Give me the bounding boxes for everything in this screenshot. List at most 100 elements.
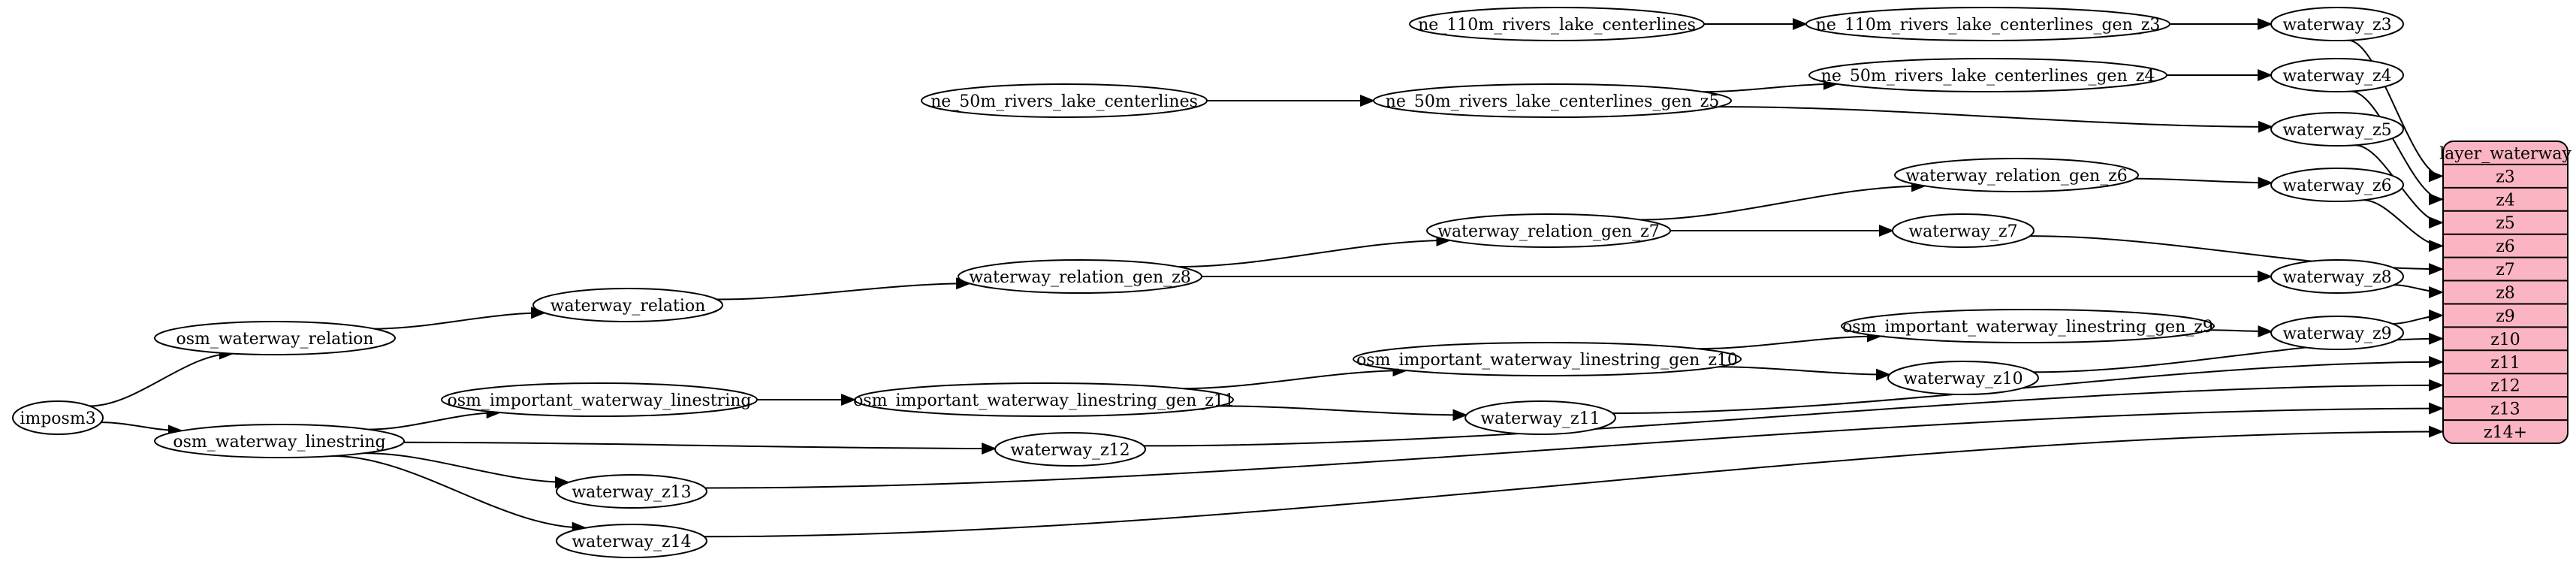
node-label-osm_important_waterway_linestring_gen_z11: osm_important_waterway_linestring_gen_z1… xyxy=(853,391,1235,410)
node-waterway_z13: waterway_z13 xyxy=(556,474,707,509)
node-ellipse-waterway_z6 xyxy=(2270,168,2404,202)
node-ellipse-osm_important_waterway_linestring_gen_z10 xyxy=(1353,342,1742,376)
node-ne_110m_rivers_lake_centerlines: ne_110m_rivers_lake_centerlines xyxy=(1409,7,1705,41)
node-ellipse-waterway_relation_gen_z6 xyxy=(1894,158,2139,192)
node-label-osm_important_waterway_linestring_gen_z10: osm_important_waterway_linestring_gen_z1… xyxy=(1356,351,1738,370)
edge-osm_waterway_linestring-to-waterway_z13 xyxy=(363,452,571,488)
node-osm_important_waterway_linestring_gen_z10: osm_important_waterway_linestring_gen_z1… xyxy=(1353,342,1742,376)
node-waterway_relation: waterway_relation xyxy=(532,288,723,322)
node-waterway_z11: waterway_z11 xyxy=(1464,400,1616,435)
edge-osm_waterway_linestring-to-waterway_z12 xyxy=(403,441,997,455)
node-ellipse-osm_waterway_linestring xyxy=(154,424,405,458)
edge-osm_important_waterway_linestring_gen_z11-to-waterway_z11 xyxy=(1218,405,1468,421)
node-waterway_relation_gen_z6: waterway_relation_gen_z6 xyxy=(1894,158,2139,192)
node-ellipse-ne_50m_rivers_lake_centerlines_gen_z4 xyxy=(1808,58,2167,92)
record-row-z5: z5 xyxy=(2496,214,2515,233)
node-osm_important_waterway_linestring_gen_z11: osm_important_waterway_linestring_gen_z1… xyxy=(853,382,1235,417)
edge-osm_important_waterway_linestring_gen_z11-to-osm_important_waterway_linestring_gen_z10 xyxy=(1183,364,1408,390)
node-label-waterway_z11: waterway_z11 xyxy=(1480,409,1600,428)
node-ellipse-waterway_relation_gen_z7 xyxy=(1426,213,1671,248)
edge-imposm3-to-osm_waterway_relation xyxy=(89,347,234,407)
node-ellipse-osm_important_waterway_linestring_gen_z11 xyxy=(854,382,1234,417)
node-label-waterway_z4: waterway_z4 xyxy=(2282,67,2391,86)
node-label-waterway_z7: waterway_z7 xyxy=(1908,222,2017,241)
node-waterway_z5: waterway_z5 xyxy=(2270,112,2404,147)
node-waterway_z14: waterway_z14 xyxy=(556,524,707,558)
edge-waterway_z8-to-layer_waterway-z8 xyxy=(2394,284,2444,298)
node-label-ne_110m_rivers_lake_centerlines: ne_110m_rivers_lake_centerlines xyxy=(1418,16,1696,35)
node-ellipse-ne_50m_rivers_lake_centerlines xyxy=(921,83,1208,118)
node-waterway_z12: waterway_z12 xyxy=(994,432,1146,467)
edge-osm_important_waterway_linestring_gen_z10-to-waterway_z10 xyxy=(1718,366,1891,381)
record-row-z12: z12 xyxy=(2490,377,2520,396)
node-label-ne_50m_rivers_lake_centerlines_gen_z5: ne_50m_rivers_lake_centerlines_gen_z5 xyxy=(1386,92,1720,111)
node-osm_important_waterway_linestring_gen_z9: osm_important_waterway_linestring_gen_z9 xyxy=(1841,309,2215,343)
record-title: layer_waterway xyxy=(2439,144,2571,163)
edge-imposm3-to-osm_waterway_linestring xyxy=(101,421,183,437)
node-label-waterway_z5: waterway_z5 xyxy=(2282,121,2391,140)
record-row-z9: z9 xyxy=(2496,307,2515,326)
node-ellipse-waterway_z7 xyxy=(1892,213,2035,248)
edge-osm_waterway_linestring-to-waterway_z14 xyxy=(332,455,587,534)
node-osm_waterway_relation: osm_waterway_relation xyxy=(154,321,396,355)
record-body xyxy=(2442,140,2568,444)
edge-waterway_z12-to-layer_waterway-z12 xyxy=(1143,379,2444,447)
node-label-waterway_relation: waterway_relation xyxy=(550,297,706,316)
edge-waterway_relation_gen_z6-to-waterway_z6 xyxy=(2135,177,2273,189)
node-label-waterway_z3: waterway_z3 xyxy=(2282,16,2391,35)
record-row-z7: z7 xyxy=(2496,261,2515,279)
node-label-waterway_z9: waterway_z9 xyxy=(2282,325,2391,343)
node-label-waterway_relation_gen_z6: waterway_relation_gen_z6 xyxy=(1905,167,2128,186)
nodes-layer: imposm3 osm_waterway_relation osm_waterway… xyxy=(12,7,2571,558)
edge-osm_important_waterway_linestring_gen_z9-to-waterway_z9 xyxy=(2208,325,2273,338)
node-osm_waterway_linestring: osm_waterway_linestring xyxy=(154,424,405,458)
node-ellipse-waterway_z11 xyxy=(1464,400,1616,435)
record-row-z4: z4 xyxy=(2496,191,2515,210)
edge-waterway_z9-to-layer_waterway-z9 xyxy=(2392,309,2444,325)
node-waterway_z6: waterway_z6 xyxy=(2270,168,2404,202)
edge-ne_50m_rivers_lake_centerlines_gen_z5-to-ne_50m_rivers_lake_centerlines_gen_z4 xyxy=(1703,77,1838,93)
record-row-z3: z3 xyxy=(2496,168,2515,186)
node-ellipse-waterway_z8 xyxy=(2270,259,2404,294)
node-ellipse-imposm3 xyxy=(12,400,104,435)
edge-waterway_relation_gen_z8-to-waterway_relation_gen_z7 xyxy=(1178,234,1452,268)
node-label-waterway_z8: waterway_z8 xyxy=(2282,268,2391,287)
node-label-ne_50m_rivers_lake_centerlines: ne_50m_rivers_lake_centerlines xyxy=(931,92,1198,111)
node-label-waterway_z13: waterway_z13 xyxy=(572,483,691,502)
edge-waterway_z13-to-layer_waterway-z13 xyxy=(704,402,2444,489)
record-row-z6: z6 xyxy=(2496,237,2515,256)
edge-waterway_z14-to-layer_waterway-z14+ xyxy=(704,425,2444,538)
edge-waterway_z11-to-layer_waterway-z11 xyxy=(1612,355,2444,414)
node-label-ne_110m_rivers_lake_centerlines_gen_z3: ne_110m_rivers_lake_centerlines_gen_z3 xyxy=(1816,16,2161,35)
node-ellipse-ne_110m_rivers_lake_centerlines_gen_z3 xyxy=(1805,7,2170,41)
node-waterway_relation_gen_z7: waterway_relation_gen_z7 xyxy=(1426,213,1671,248)
record-row-z13: z13 xyxy=(2490,400,2520,419)
node-ellipse-waterway_relation xyxy=(532,288,723,322)
node-imposm3: imposm3 xyxy=(12,400,104,435)
edges-layer xyxy=(89,18,2444,538)
node-label-osm_waterway_relation: osm_waterway_relation xyxy=(176,330,373,349)
record-row-z10: z10 xyxy=(2490,331,2520,349)
node-ellipse-waterway_z4 xyxy=(2270,58,2404,92)
node-layer_waterway: layer_waterwayz3z4z5z6z7z8z9z10z11z12z13… xyxy=(2439,140,2571,444)
node-label-ne_50m_rivers_lake_centerlines_gen_z4: ne_50m_rivers_lake_centerlines_gen_z4 xyxy=(1821,67,2155,86)
node-ne_50m_rivers_lake_centerlines_gen_z5: ne_50m_rivers_lake_centerlines_gen_z5 xyxy=(1373,83,1732,118)
node-ellipse-waterway_relation_gen_z8 xyxy=(958,259,1202,294)
edge-waterway_z6-to-layer_waterway-z6 xyxy=(2363,199,2444,252)
node-ellipse-osm_important_waterway_linestring_gen_z9 xyxy=(1841,309,2215,343)
node-label-waterway_z12: waterway_z12 xyxy=(1010,441,1130,460)
node-waterway_z7: waterway_z7 xyxy=(1892,213,2035,248)
node-label-osm_important_waterway_linestring: osm_important_waterway_linestring xyxy=(447,391,751,410)
node-osm_important_waterway_linestring: osm_important_waterway_linestring xyxy=(441,382,758,417)
node-ne_50m_rivers_lake_centerlines: ne_50m_rivers_lake_centerlines xyxy=(921,83,1208,118)
node-ellipse-waterway_z10 xyxy=(1887,361,2039,395)
edge-osm_waterway_linestring-to-osm_important_waterway_linestring xyxy=(368,406,502,431)
node-waterway_z9: waterway_z9 xyxy=(2270,316,2404,350)
edge-osm_important_waterway_linestring_gen_z10-to-osm_important_waterway_linestring_gen_z9 xyxy=(1697,330,1882,350)
node-label-osm_important_waterway_linestring_gen_z9: osm_important_waterway_linestring_gen_z9 xyxy=(1842,318,2213,337)
node-ne_50m_rivers_lake_centerlines_gen_z4: ne_50m_rivers_lake_centerlines_gen_z4 xyxy=(1808,58,2167,92)
node-ellipse-osm_waterway_relation xyxy=(154,321,396,355)
node-label-waterway_z6: waterway_z6 xyxy=(2282,177,2391,195)
